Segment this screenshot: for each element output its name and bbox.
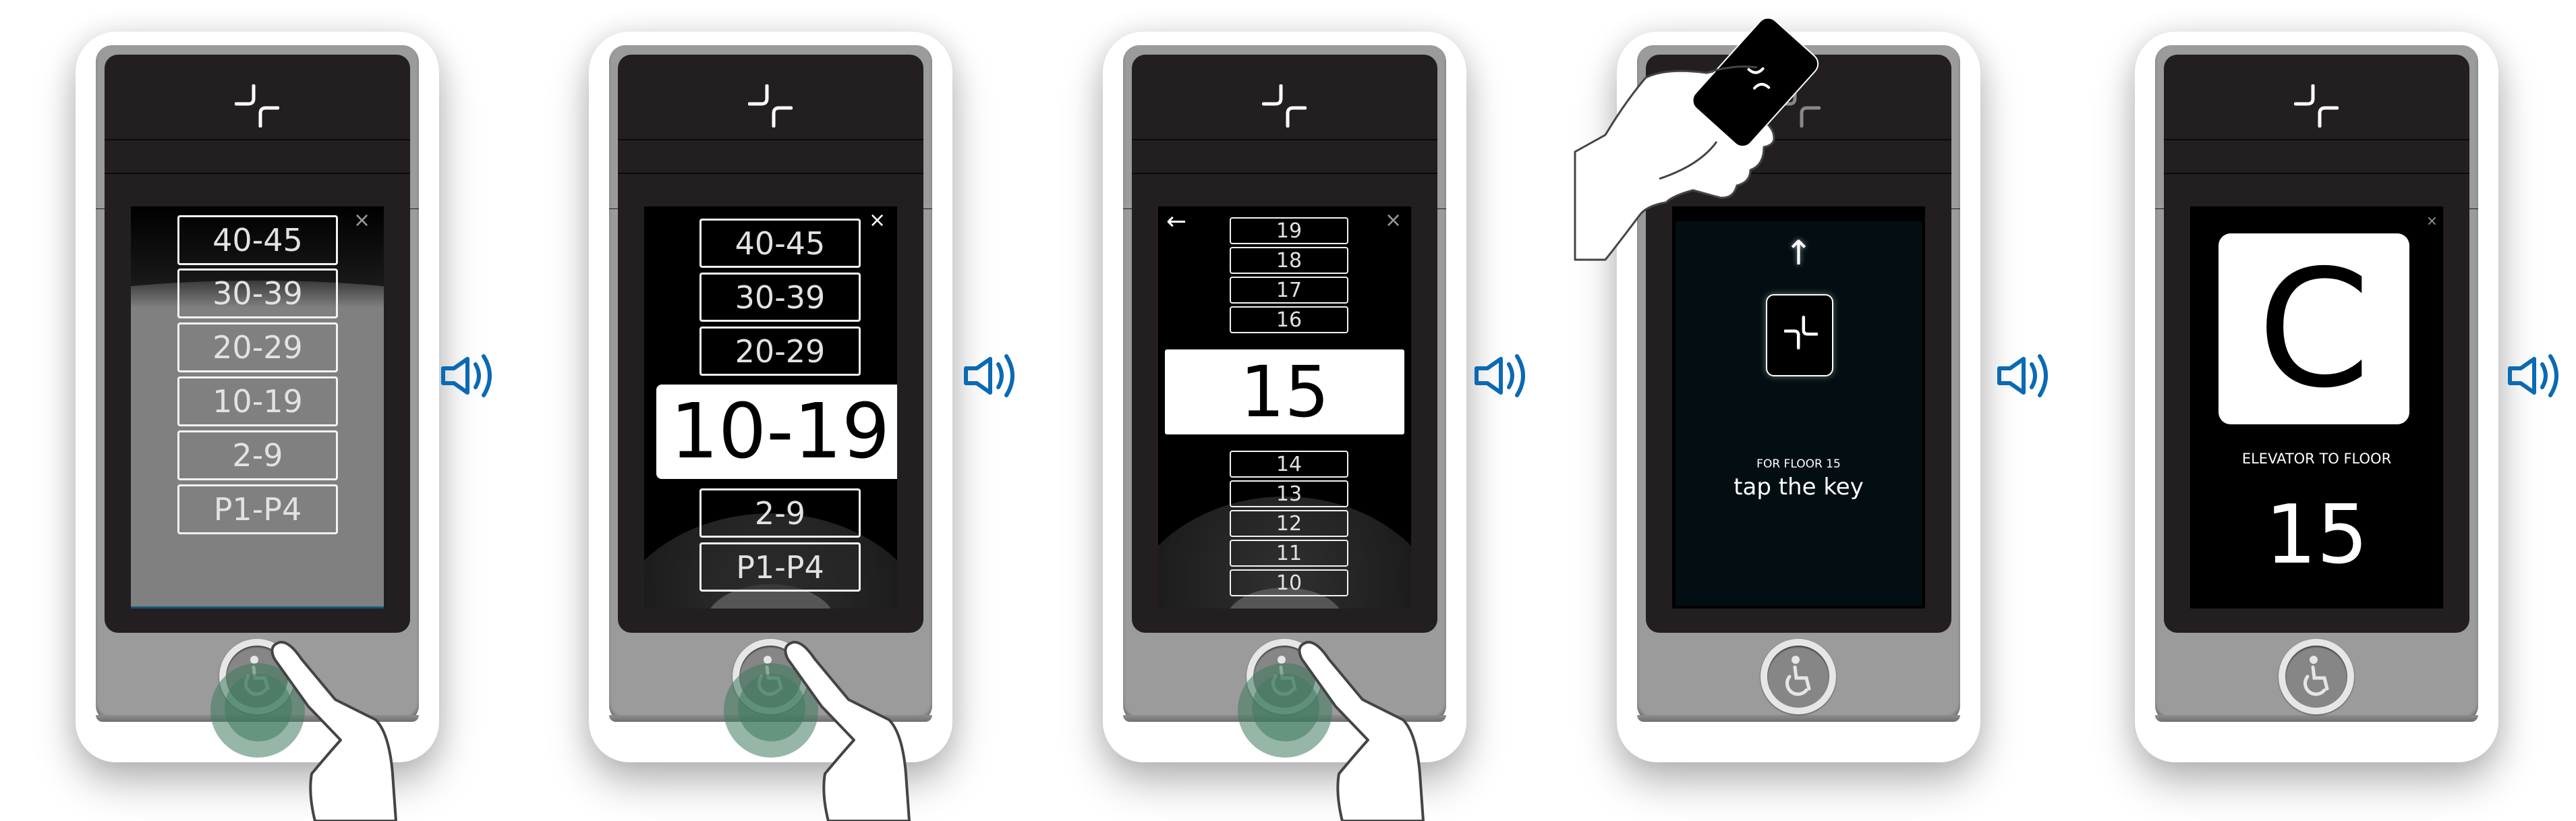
press-ripple-inner xyxy=(738,674,805,741)
screen-bottom-accent xyxy=(131,606,384,608)
floor-button-16[interactable]: 16 xyxy=(1230,306,1348,333)
accessibility-button-face xyxy=(2285,646,2347,708)
floor-button-18[interactable]: 18 xyxy=(1230,247,1348,274)
bezel-divider-bottom xyxy=(1132,173,1437,174)
press-ripple-inner xyxy=(1252,674,1319,741)
wheelchair-icon xyxy=(1785,656,1811,696)
floor-button-19[interactable]: 19 xyxy=(1230,217,1348,244)
selected-floor-15[interactable]: 15 xyxy=(1165,349,1404,434)
key-caption-large: tap the key xyxy=(1734,474,1864,501)
bezel-divider-top xyxy=(618,139,923,140)
bezel-divider-top xyxy=(105,139,410,140)
bezel-divider-bottom xyxy=(105,173,410,174)
logo-icon xyxy=(235,84,279,128)
screen-top-glow-arc xyxy=(131,281,384,308)
range-button-20-29[interactable]: 20-29 xyxy=(699,327,861,376)
panel-step-1: × 40-45 30-39 20-29 10-19 2-9 P1-P4 xyxy=(96,45,419,821)
floor-button-10[interactable]: 10 xyxy=(1230,569,1348,596)
accessibility-button-face xyxy=(1767,646,1829,708)
touch-screen[interactable]: × 40-45 30-39 20-29 10-19 2-9 P1-P4 xyxy=(644,206,897,608)
floor-button-14[interactable]: 14 xyxy=(1230,451,1348,478)
range-button-40-45[interactable]: 40-45 xyxy=(177,215,338,265)
logo-icon xyxy=(1776,84,1821,128)
speaker-icon xyxy=(441,354,492,397)
elevator-caption: ELEVATOR TO FLOOR xyxy=(2241,451,2392,467)
device-bezel: × C ELEVATOR TO FLOOR 15 xyxy=(2164,55,2469,633)
range-button-10-19[interactable]: 10-19 xyxy=(177,376,338,426)
elevator-letter-tile: C xyxy=(2219,233,2409,424)
range-button-2-9[interactable]: 2-9 xyxy=(177,430,338,480)
range-button-40-45[interactable]: 40-45 xyxy=(699,219,861,268)
bezel-divider-top xyxy=(2164,139,2469,140)
finger-hand-icon xyxy=(270,640,397,821)
speaker-icon xyxy=(964,354,1014,397)
screen-dim-overlay xyxy=(131,281,384,608)
close-icon[interactable]: × xyxy=(869,208,886,232)
up-arrow-icon: ↑ xyxy=(1784,233,1813,273)
bezel-divider-bottom xyxy=(618,173,923,174)
wheelchair-icon xyxy=(2303,656,2329,696)
frame-lip xyxy=(1637,715,1960,722)
frame-lip xyxy=(2155,715,2478,722)
device-bezel: × 40-45 30-39 20-29 10-19 2-9 P1-P4 xyxy=(618,55,923,633)
touch-screen[interactable]: ← × 19 18 17 16 15 14 13 12 11 10 xyxy=(1158,206,1411,608)
range-button-p1-p4[interactable]: P1-P4 xyxy=(177,484,338,534)
key-reader-icon xyxy=(1766,294,1833,376)
floor-button-17[interactable]: 17 xyxy=(1230,277,1348,304)
selected-range-10-19[interactable]: 10-19 xyxy=(656,385,897,479)
destination-floor: 15 xyxy=(2265,488,2368,582)
logo-icon xyxy=(2294,84,2339,128)
close-icon[interactable]: × xyxy=(353,208,371,232)
logo-icon xyxy=(1262,84,1307,128)
speaker-icon xyxy=(2508,354,2558,397)
panel-step-2: × 40-45 30-39 20-29 10-19 2-9 P1-P4 xyxy=(609,45,932,821)
back-arrow-icon[interactable]: ← xyxy=(1166,208,1187,235)
bezel-divider-top xyxy=(1646,139,1951,140)
screen-top-glow xyxy=(131,206,384,287)
close-icon[interactable]: × xyxy=(2426,213,2438,229)
close-icon[interactable]: × xyxy=(1385,208,1402,232)
screen-key-bg xyxy=(1676,221,1922,606)
range-button-p1-p4[interactable]: P1-P4 xyxy=(699,542,861,592)
logo-icon xyxy=(1784,316,1818,349)
key-caption-small: FOR FLOOR 15 xyxy=(1756,457,1841,471)
range-button-20-29[interactable]: 20-29 xyxy=(177,322,338,372)
hand-keycard-icon xyxy=(1574,17,1819,261)
finger-hand-icon xyxy=(784,640,911,821)
touch-screen[interactable]: ↑ FOR FLOOR 15 tap the key xyxy=(1672,206,1925,608)
device-bezel: ← × 19 18 17 16 15 14 13 12 11 10 xyxy=(1132,55,1437,633)
panel-step-5: × C ELEVATOR TO FLOOR 15 xyxy=(2155,45,2478,722)
bezel-divider-bottom xyxy=(1646,173,1951,174)
press-ripple-inner xyxy=(225,674,292,741)
accessibility-button[interactable] xyxy=(2279,639,2354,714)
touch-screen[interactable]: × C ELEVATOR TO FLOOR 15 xyxy=(2190,206,2443,608)
range-button-30-39[interactable]: 30-39 xyxy=(177,268,338,318)
range-button-2-9[interactable]: 2-9 xyxy=(699,488,861,538)
speaker-icon xyxy=(1475,354,1525,397)
panel-step-4: ↑ FOR FLOOR 15 tap the key xyxy=(1574,17,1960,722)
floor-button-12[interactable]: 12 xyxy=(1230,510,1348,537)
speaker-icon xyxy=(1997,354,2048,397)
panel-step-3: ← × 19 18 17 16 15 14 13 12 11 10 xyxy=(1123,45,1446,821)
logo-icon xyxy=(748,84,793,128)
range-button-30-39[interactable]: 30-39 xyxy=(699,273,861,322)
device-bezel: × 40-45 30-39 20-29 10-19 2-9 P1-P4 xyxy=(105,55,410,633)
floor-button-13[interactable]: 13 xyxy=(1230,480,1348,507)
bezel-divider-top xyxy=(1132,139,1437,140)
touch-screen[interactable]: × 40-45 30-39 20-29 10-19 2-9 P1-P4 xyxy=(131,206,384,608)
accessibility-button[interactable] xyxy=(1761,639,1836,714)
bezel-divider-bottom xyxy=(2164,173,2469,174)
finger-hand-icon xyxy=(1298,640,1425,821)
floor-button-11[interactable]: 11 xyxy=(1230,540,1348,567)
